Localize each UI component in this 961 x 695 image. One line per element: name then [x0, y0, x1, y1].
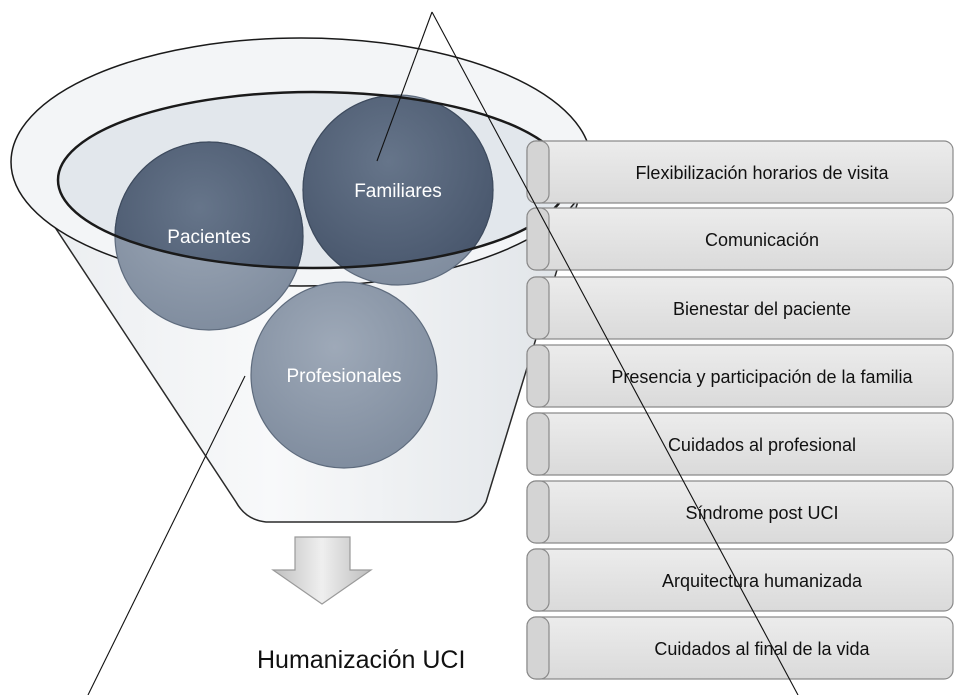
down-arrow-icon [271, 536, 373, 605]
dimension-label: Presencia y participación de la familia [611, 367, 913, 387]
connector-lines [87, 11, 799, 695]
dimension-label: Cuidados al profesional [668, 435, 856, 455]
circle-label-pacientes: Pacientes [167, 227, 250, 248]
dimension-box: Síndrome post UCI [526, 480, 954, 544]
dimension-label: Comunicación [705, 230, 819, 250]
dimension-box: Comunicación [526, 207, 954, 271]
result-label: Humanización UCI [257, 646, 465, 674]
dimension-label: Bienestar del paciente [673, 299, 851, 319]
circles-inside-rim [114, 94, 494, 268]
dimension-box: Cuidados al profesional [526, 412, 954, 476]
dimension-label: Síndrome post UCI [685, 503, 838, 523]
dimension-label: Flexibilización horarios de visita [635, 163, 889, 183]
dimension-box: Flexibilización horarios de visita [526, 140, 954, 204]
dimension-box: Arquitectura humanizada [526, 548, 954, 612]
connector-line-left-bottom [87, 375, 246, 695]
dimension-box: Presencia y participación de la familia [526, 344, 954, 408]
circle-label-familiares: Familiares [354, 181, 442, 202]
circle-label-profesionales: Profesionales [286, 366, 401, 387]
dimension-box: Bienestar del paciente [526, 276, 954, 340]
dimension-label: Arquitectura humanizada [662, 571, 863, 591]
dimension-box: Cuidados al final de la vida [526, 616, 954, 680]
dimension-label: Cuidados al final de la vida [654, 639, 870, 659]
connector-line-right [431, 11, 799, 695]
dimension-list: Flexibilización horarios de visita Comun… [526, 140, 954, 680]
connector-line-left-top [376, 11, 433, 162]
circle-profesionales: Profesionales [250, 281, 438, 469]
